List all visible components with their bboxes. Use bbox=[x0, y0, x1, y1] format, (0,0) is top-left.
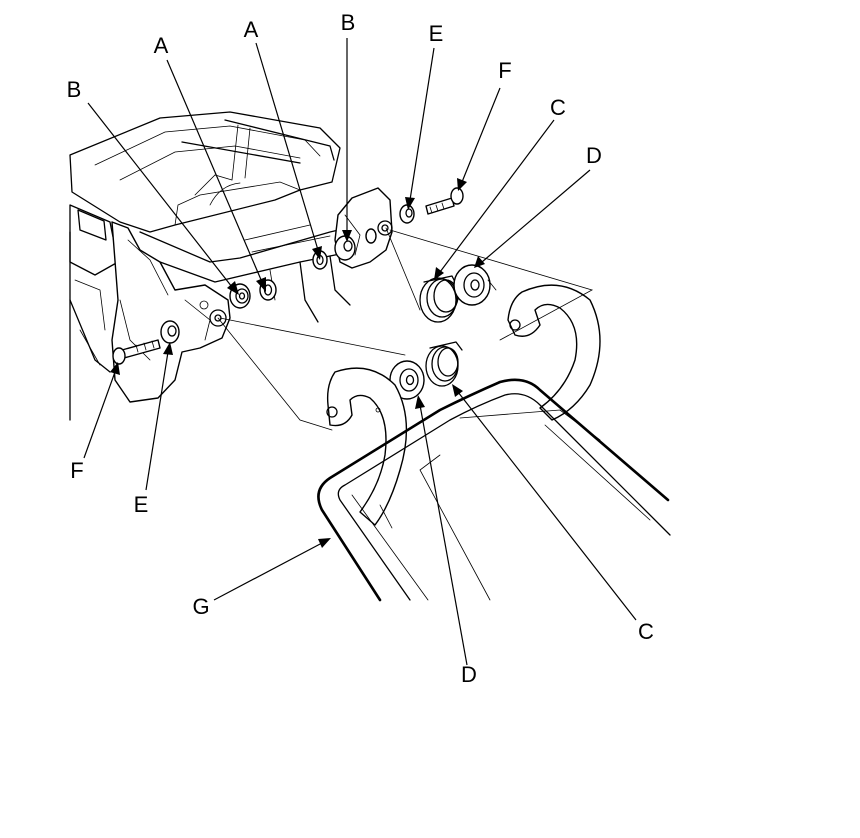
callout-e-upper: E bbox=[429, 21, 444, 46]
callout-a-left: A bbox=[154, 33, 169, 58]
callout-c-lower: C bbox=[638, 619, 654, 644]
tube-frame-g bbox=[317, 378, 671, 602]
spring-c-lower bbox=[425, 341, 463, 387]
callout-g: G bbox=[192, 594, 209, 619]
callout-b-right: B bbox=[341, 10, 356, 35]
callout-b-left: B bbox=[67, 77, 82, 102]
washer-e-lower bbox=[160, 320, 180, 344]
callout-labels: A A B B E F C D F E G C D bbox=[67, 10, 654, 687]
callout-a-right: A bbox=[244, 17, 259, 42]
callout-e-lower: E bbox=[134, 492, 149, 517]
bolt-f-lower bbox=[112, 339, 161, 365]
callout-f-upper: F bbox=[498, 58, 511, 83]
housing-frame bbox=[69, 111, 393, 421]
alignment-lines bbox=[217, 227, 594, 431]
callout-d-upper: D bbox=[586, 143, 602, 168]
callout-d-lower: D bbox=[461, 662, 477, 687]
hook-bracket-right bbox=[507, 284, 601, 421]
washer-e-upper bbox=[399, 204, 415, 224]
leader-lines bbox=[83, 38, 637, 666]
hook-bracket-left bbox=[326, 367, 408, 526]
bushing-b-right bbox=[334, 228, 377, 261]
callout-f-lower: F bbox=[70, 458, 83, 483]
callout-c-upper: C bbox=[550, 95, 566, 120]
bolt-f-upper bbox=[425, 187, 464, 215]
cap-d-upper bbox=[453, 264, 497, 306]
spring-c-upper bbox=[419, 275, 459, 323]
